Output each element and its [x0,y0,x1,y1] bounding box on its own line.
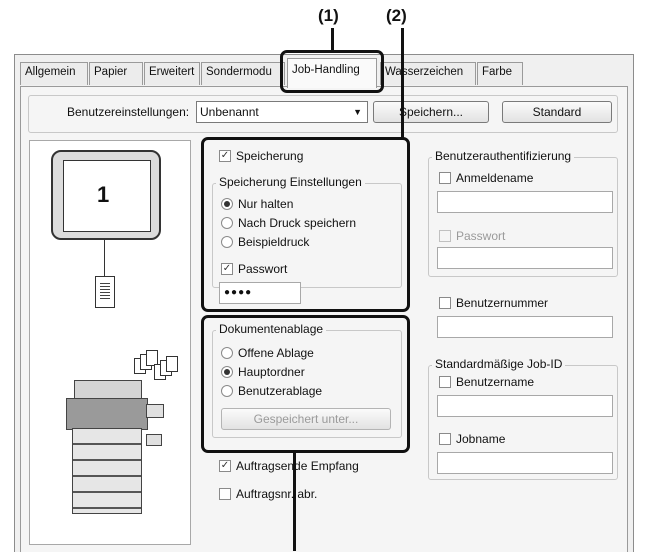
radio-beispieldruck[interactable] [221,236,233,248]
storage-label: Speicherung [236,149,304,163]
username-input[interactable] [437,395,613,417]
job-end-checkbox[interactable]: ✓ [219,460,231,472]
login-name-checkbox[interactable] [439,172,451,184]
user-number-label: Benutzernummer [456,296,549,310]
radio-benutzerablage-label: Benutzerablage [238,384,323,398]
user-settings-row [28,95,618,133]
tab-farbe[interactable]: Farbe [477,62,523,85]
user-settings-label: Benutzereinstellungen: [67,105,190,119]
callout-2-leader-line [401,28,404,138]
document-filing-title: Dokumentenablage [216,322,327,336]
tab-erweitert[interactable]: Erweitert [144,62,200,85]
radio-nur-halten[interactable] [221,198,233,210]
default-job-id-title: Standardmäßige Job-ID [432,357,566,371]
user-number-checkbox[interactable] [439,297,451,309]
tab-wasserzeichen[interactable]: Wasserzeichen [380,62,476,85]
callout-3-frame [201,315,410,453]
radio-offene-ablage-label: Offene Ablage [238,346,314,360]
paper-stack-icon: 1 [51,150,161,240]
radio-nur-halten-label: Nur halten [238,197,294,211]
radio-beispieldruck-label: Beispieldruck [238,235,310,249]
jobname-label: Jobname [456,432,506,446]
storage-password-input[interactable]: ●●●● [219,282,301,304]
saved-as-button[interactable]: Gespeichert unter... [221,408,391,430]
username-checkbox[interactable] [439,376,451,388]
radio-nach-druck-speichern[interactable] [221,217,233,229]
callout-1-label: (1) [318,6,339,25]
job-number-label: Auftragsnr. abr. [236,487,318,501]
tab-sondermodus[interactable]: Sondermodu [201,62,285,85]
radio-offene-ablage[interactable] [221,347,233,359]
jobname-checkbox[interactable] [439,433,451,445]
callout-2-label: (2) [386,6,407,25]
jobname-input[interactable] [437,452,613,474]
auth-password-input[interactable] [437,247,613,269]
save-settings-button[interactable]: Speichern... [373,101,489,123]
printer-icon [66,380,164,514]
chevron-down-icon: ▼ [353,107,362,117]
tab-papier[interactable]: Papier [89,62,143,85]
login-name-label: Anmeldename [456,171,534,185]
document-icon [95,276,115,308]
copies-icon [134,350,180,380]
storage-checkbox[interactable]: ✓ [219,150,231,162]
user-number-input[interactable] [437,316,613,338]
tab-job-handling[interactable]: Job-Handling [287,58,377,88]
auth-password-checkbox[interactable] [439,230,451,242]
callout-1-leader-line [331,28,334,51]
preview-page-number: 1 [97,182,110,207]
radio-benutzerablage[interactable] [221,385,233,397]
tab-allgemein[interactable]: Allgemein [20,62,88,85]
user-auth-title: Benutzerauthentifizierung [432,149,575,163]
callout-2-frame [201,137,410,312]
user-settings-combo[interactable]: Unbenannt ▼ [196,101,368,123]
radio-hauptordner-label: Hauptordner [238,365,305,379]
preview-connector-line [104,240,105,276]
username-label: Benutzername [456,375,535,389]
radio-nach-druck-speichern-label: Nach Druck speichern [238,216,357,230]
default-button[interactable]: Standard [502,101,612,123]
callout-1-frame [280,50,384,93]
storage-password-checkbox[interactable]: ✓ [221,263,233,275]
login-name-input[interactable] [437,191,613,213]
storage-password-label: Passwort [238,262,288,276]
job-end-label: Auftragsende Empfang [236,459,359,473]
auth-password-label: Passwort [456,229,506,243]
storage-settings-title: Speicherung Einstellungen [216,175,365,189]
user-settings-value: Unbenannt [200,105,259,119]
job-number-checkbox[interactable] [219,488,231,500]
callout-3-leader-line [293,452,296,551]
radio-hauptordner[interactable] [221,366,233,378]
